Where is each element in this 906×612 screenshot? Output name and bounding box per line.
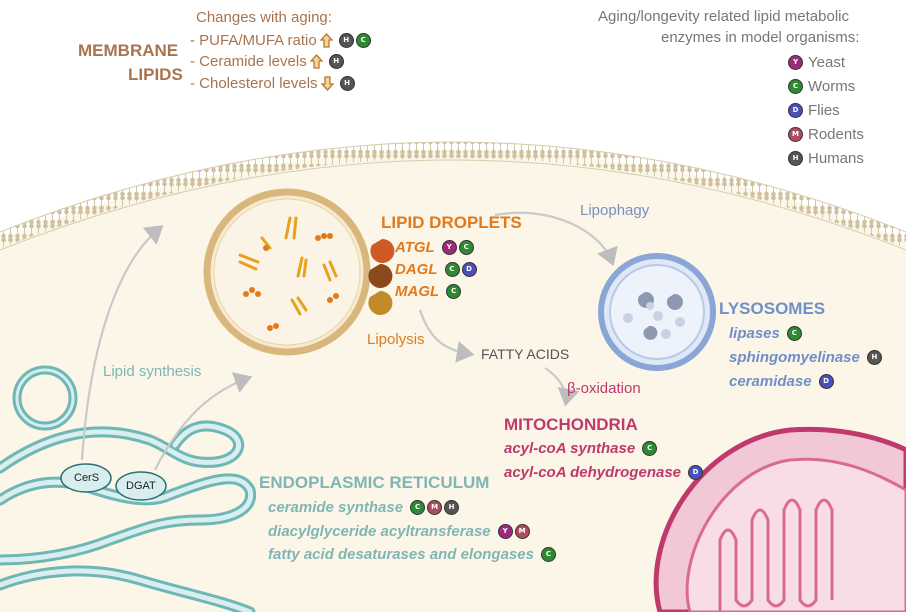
humans-badge-icon: H	[788, 151, 803, 166]
legend-label: Flies	[808, 102, 840, 119]
lipophagy-arrow	[494, 211, 618, 267]
worms-badge-icon: C	[540, 547, 556, 562]
enzyme-name: lipases	[729, 325, 780, 342]
humans-badge-icon: H	[866, 350, 882, 365]
worms-badge-icon: C	[642, 441, 658, 456]
membrane-change-item: - Ceramide levels H	[190, 54, 344, 69]
enzyme-name: ceramide synthase	[268, 499, 404, 516]
dgat-blob	[115, 471, 167, 501]
membrane-change-item: - Cholesterol levels H	[190, 76, 355, 91]
legend-label: Yeast	[808, 54, 845, 71]
enzyme-name: ATGL	[395, 239, 435, 256]
membrane-lipids-title-line1: MEMBRANE	[78, 41, 179, 60]
er-title: ENDOPLASMIC RETICULUM	[259, 473, 490, 492]
yeast-badge-icon: Y	[497, 524, 513, 539]
enzyme-row: sphingomyelinase H	[729, 350, 882, 365]
dagl-enzyme-shape	[368, 263, 393, 288]
humans-badge-icon: H	[339, 76, 355, 91]
enzyme-row: lipases C	[729, 326, 802, 341]
lipid-synthesis-arrow-droplet	[154, 372, 253, 471]
legend-entry-yeast: Y Yeast	[786, 55, 845, 70]
cers-label: CerS	[74, 472, 100, 484]
enzyme-row: MAGL C	[395, 283, 462, 300]
legend-entry-worms: C Worms	[786, 79, 855, 94]
worms-badge-icon: C	[444, 262, 460, 277]
atgl-enzyme-shape	[370, 238, 395, 263]
lipid-synthesis-arrow-up	[80, 225, 164, 461]
lipophagy-label: Lipophagy	[580, 202, 650, 219]
flies-badge-icon: D	[461, 262, 477, 277]
rodents-badge-icon: M	[788, 127, 803, 142]
membrane-change-label: - Ceramide levels	[190, 53, 307, 70]
legend-entry-rodents: M Rodents	[786, 127, 864, 142]
flies-badge-icon: D	[688, 465, 704, 480]
changes-heading: Changes with aging:	[196, 9, 332, 26]
worms-badge-icon: C	[788, 79, 803, 94]
lipolysis-arrow	[418, 309, 475, 363]
membrane-change-label: - Cholesterol levels	[190, 75, 318, 92]
legend-entry-humans: H Humans	[786, 151, 864, 166]
lipid-synthesis-label: Lipid synthesis	[103, 363, 202, 380]
worms-badge-icon: C	[355, 33, 371, 48]
decrease-arrow-icon	[320, 76, 334, 91]
enzyme-row: acyl-coA synthase C	[504, 440, 658, 457]
lysosomes-title: LYSOSOMES	[719, 299, 826, 318]
enzyme-name: fatty acid desaturases and elongases	[268, 546, 534, 563]
legend-entry-flies: D Flies	[786, 103, 840, 118]
enzyme-name: ceramidase	[729, 373, 812, 390]
flies-badge-icon: D	[788, 103, 803, 118]
lysosome	[598, 253, 716, 371]
enzyme-name: DAGL	[395, 261, 438, 278]
increase-arrow-icon	[319, 33, 333, 48]
fatty-acids-label: FATTY ACIDS	[481, 346, 570, 362]
enzyme-name: acyl-coA dehydrogenase	[504, 464, 682, 481]
rodents-badge-icon: M	[427, 500, 443, 515]
worms-badge-icon: C	[410, 500, 426, 515]
magl-enzyme-shape	[368, 290, 393, 315]
worms-badge-icon: C	[446, 284, 462, 299]
yeast-badge-icon: Y	[441, 240, 457, 255]
mitochondrion	[653, 426, 906, 612]
mitochondria-title: MITOCHONDRIA	[504, 415, 638, 434]
lipid-droplets-title: LIPID DROPLETS	[381, 213, 522, 232]
membrane-change-label: - PUFA/MUFA ratio	[190, 32, 317, 49]
plasma-membrane	[0, 142, 906, 248]
dgat-label: DGAT	[126, 480, 156, 492]
beta-oxidation-arrow	[544, 367, 580, 407]
enzyme-name: MAGL	[395, 283, 440, 300]
lipid-droplet	[203, 188, 371, 356]
enzyme-name: acyl-coA synthase	[504, 440, 636, 457]
rodents-badge-icon: M	[514, 524, 530, 539]
legend-heading-line1: Aging/longevity related lipid metabolic	[598, 8, 849, 25]
increase-arrow-icon	[309, 54, 323, 69]
enzyme-row: fatty acid desaturases and elongases C	[268, 547, 556, 562]
enzyme-row: acyl-coA dehydrogenase D	[504, 464, 704, 481]
enzyme-name: diacylglyceride acyltransferase	[268, 523, 491, 540]
lipolysis-label: Lipolysis	[367, 331, 425, 348]
legend-heading-line2: enzymes in model organisms:	[661, 29, 860, 46]
humans-badge-icon: H	[338, 33, 354, 48]
membrane-lipids-title-line2: LIPIDS	[128, 65, 183, 84]
legend-label: Humans	[808, 150, 864, 167]
legend-label: Rodents	[808, 126, 864, 143]
enzyme-name: sphingomyelinase	[729, 349, 860, 366]
worms-badge-icon: C	[786, 326, 802, 341]
enzyme-row: ceramidase D	[729, 374, 834, 389]
yeast-badge-icon: Y	[788, 55, 803, 70]
worms-badge-icon: C	[458, 240, 474, 255]
beta-oxidation-label: β-oxidation	[567, 380, 641, 397]
humans-badge-icon: H	[328, 54, 344, 69]
flies-badge-icon: D	[818, 374, 834, 389]
legend-label: Worms	[808, 78, 856, 95]
cers-blob	[60, 463, 112, 493]
humans-badge-icon: H	[444, 500, 460, 515]
